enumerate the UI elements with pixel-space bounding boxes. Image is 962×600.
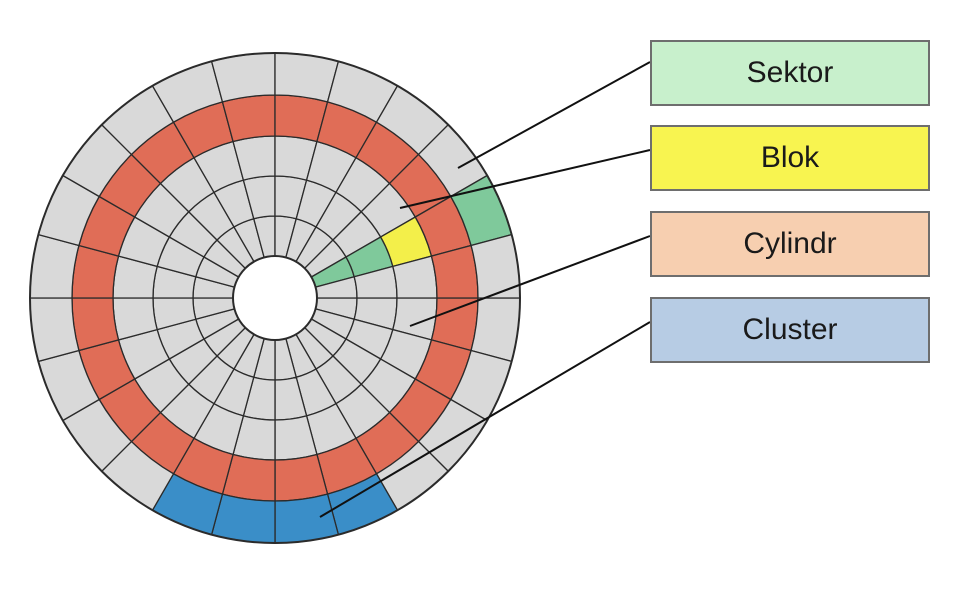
sektor-leader-line — [457, 61, 651, 169]
disk-spindle-hole — [232, 255, 318, 341]
disk-cell-t4-s5 — [274, 493, 340, 544]
blok-label-box: Blok — [650, 125, 930, 191]
sektor-label-box: Sektor — [650, 40, 930, 106]
cylindr-label-box: Cylindr — [650, 211, 930, 277]
cluster-leader-line — [319, 321, 651, 518]
disk-platter — [29, 52, 521, 544]
disk-outer-edge — [29, 52, 521, 544]
cylindr-leader-line — [409, 235, 651, 327]
disk-cell-t4-s11 — [29, 297, 80, 363]
disk-cell-t4-s17 — [210, 52, 276, 103]
cluster-label-box: Cluster — [650, 297, 930, 363]
leader-lines — [319, 61, 651, 518]
blok-leader-line — [399, 149, 651, 209]
